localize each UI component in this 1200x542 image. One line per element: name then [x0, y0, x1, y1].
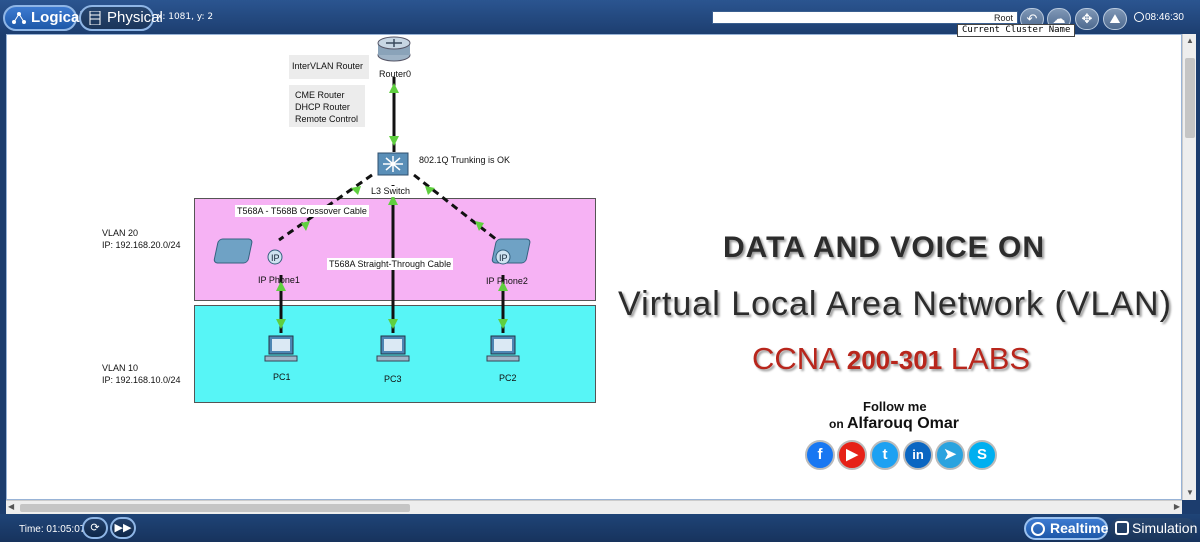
clock-time: 08:46:30	[1145, 12, 1184, 23]
pc1-icon[interactable]	[264, 335, 298, 362]
physical-view-button[interactable]: Physical	[79, 5, 163, 31]
link-switch-phone2[interactable]	[413, 173, 498, 242]
phone2-name: IP Phone2	[486, 276, 528, 286]
router-icon[interactable]	[377, 36, 411, 62]
horizontal-scrollbar[interactable]: ◀ ▶	[6, 500, 1182, 514]
cluster-path-bar[interactable]: Root	[712, 11, 1018, 24]
youtube-icon[interactable]: ▶	[837, 440, 867, 470]
fast-forward-icon[interactable]: ▶▶	[110, 517, 136, 539]
linkedin-icon[interactable]: in	[903, 440, 933, 470]
vertical-scrollbar[interactable]: ▲ ▼	[1182, 34, 1196, 500]
rack-icon	[89, 11, 101, 25]
scroll-left-icon[interactable]: ◀	[8, 502, 15, 511]
twitter-icon[interactable]: t	[870, 440, 900, 470]
link-switch-phone1[interactable]	[278, 173, 373, 242]
vlan10-ip: IP: 192.168.10.0/24	[102, 375, 181, 385]
pc2-icon[interactable]	[486, 335, 520, 362]
author-line: on Alfarouq Omar	[829, 415, 959, 433]
pc3-name: PC3	[384, 374, 402, 384]
crossover-cable-label: T568A - T568B Crossover Cable	[235, 205, 369, 217]
pc1-name: PC1	[273, 372, 291, 382]
bottom-toolbar: Time: 01:05:07 ⟳ ▶▶ Realtime Simulation	[0, 514, 1200, 542]
facebook-icon[interactable]: f	[805, 440, 835, 470]
l3-switch-icon[interactable]	[377, 152, 409, 176]
vlan10-name: VLAN 10	[102, 363, 139, 373]
promo-line-2: Virtual Local Area Network (VLAN)	[618, 285, 1172, 323]
realtime-label: Realtime	[1050, 520, 1109, 536]
router-services-note	[289, 85, 365, 127]
vlan20-name: VLAN 20	[102, 228, 139, 238]
pc3-icon[interactable]	[376, 335, 410, 362]
top-toolbar: Logical Physical x: 1081, y: 2 Root ↶ ☁ …	[0, 0, 1200, 36]
physical-label: Physical	[107, 9, 163, 26]
author-prefix: on	[829, 417, 847, 431]
promo-line-1: DATA AND VOICE ON	[723, 231, 1045, 264]
author-name: Alfarouq Omar	[847, 415, 960, 432]
logical-view-button[interactable]: Logical	[3, 5, 84, 31]
router-service-3: Remote Control	[295, 114, 359, 124]
router-role-label: InterVLAN Router	[292, 61, 364, 71]
logical-topology-icon	[12, 12, 26, 24]
simulation-icon	[1115, 521, 1129, 535]
straight-cable-label: T568A Straight-Through Cable	[327, 258, 454, 270]
cluster-tooltip: Current Cluster Name	[957, 24, 1076, 37]
router-service-2: DHCP Router	[295, 102, 350, 112]
scroll-down-icon[interactable]: ▼	[1186, 488, 1194, 497]
power-cycle-icon[interactable]: ⟳	[82, 517, 108, 539]
simulation-mode-button[interactable]: Simulation	[1110, 518, 1198, 540]
scroll-up-icon[interactable]: ▲	[1186, 36, 1194, 45]
topology-links: IP IP	[213, 36, 531, 362]
phone1-name: IP Phone1	[258, 275, 300, 285]
promo-line-3: CCNA 200-301 LABS	[752, 341, 1030, 377]
promo-ccna: CCNA	[752, 341, 847, 376]
simulation-label: Simulation	[1132, 520, 1198, 536]
trunk-note: 802.1Q Trunking is OK	[419, 155, 511, 165]
vertical-scroll-thumb[interactable]	[1185, 58, 1195, 138]
vlan20-ip: IP: 192.168.20.0/24	[102, 240, 181, 250]
promo-exam-code: 200-301	[846, 345, 943, 375]
scroll-right-icon[interactable]: ▶	[1173, 502, 1180, 511]
clock-icon	[1134, 12, 1144, 22]
logical-label: Logical	[31, 9, 84, 26]
router-name: Router0	[379, 69, 412, 79]
ip-phone2-icon[interactable]	[491, 238, 531, 265]
promo-labs: LABS	[942, 341, 1031, 376]
cluster-root-label: Root	[993, 13, 1013, 23]
ip-phone1-icon[interactable]	[213, 238, 283, 265]
logical-workspace[interactable]: InterVLAN Router CME Router DHCP Router …	[6, 34, 1182, 500]
pc2-name: PC2	[499, 373, 517, 383]
realtime-clock-icon	[1031, 522, 1045, 536]
cursor-coordinates: x: 1081, y: 2	[157, 12, 214, 22]
telegram-icon[interactable]: ➤	[935, 440, 965, 470]
realtime-mode-button[interactable]: Realtime	[1024, 517, 1108, 540]
phone2-ip-glyph: IP	[499, 253, 508, 263]
router-role-note	[289, 55, 369, 79]
move-object-icon[interactable]: ✥	[1075, 8, 1099, 30]
background-image-icon[interactable]: ⛰	[1103, 8, 1127, 30]
phone1-ip-glyph: IP	[271, 253, 280, 263]
switch-name: L3 Switch	[371, 186, 411, 197]
horizontal-scroll-thumb[interactable]	[20, 504, 410, 512]
skype-icon[interactable]: S	[967, 440, 997, 470]
link-status-indicators	[276, 83, 508, 329]
simulation-time: Time: 01:05:07	[19, 524, 86, 535]
follow-me: Follow me	[863, 399, 927, 414]
router-service-1: CME Router	[295, 90, 345, 100]
